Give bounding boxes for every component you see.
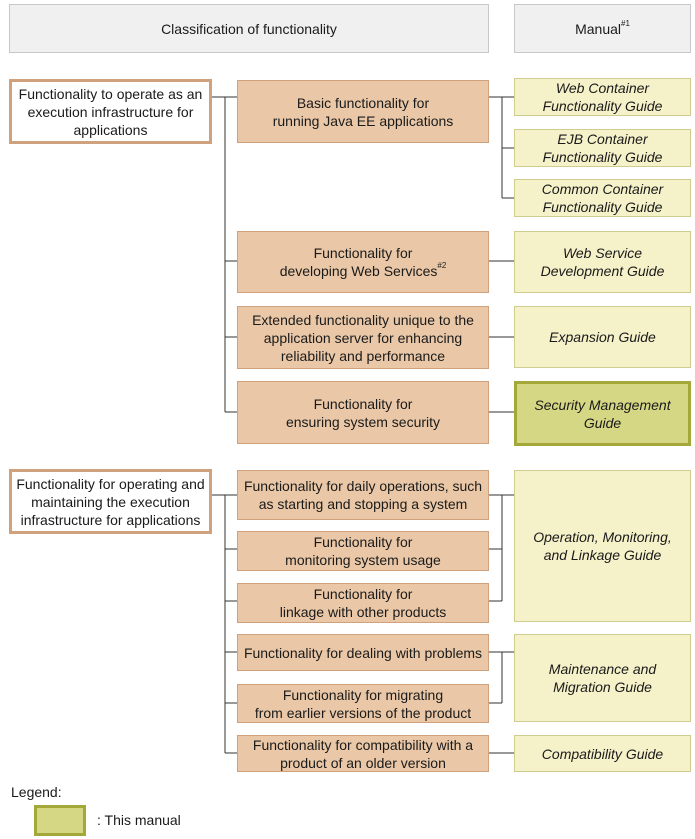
- manual-common-container: Common Container Functionality Guide: [514, 179, 691, 217]
- manual-compatibility: Compatibility Guide: [514, 735, 691, 772]
- manual-web-container: Web Container Functionality Guide: [514, 78, 691, 116]
- function-label: Functionality for compatibility with a p…: [252, 736, 474, 771]
- manual-header-text: Manual: [575, 20, 621, 37]
- manual-header: Manual#1: [514, 4, 691, 53]
- function-basic-java-ee: Basic functionality for running Java EE …: [237, 80, 489, 143]
- manual-ejb-container: EJB Container Functionality Guide: [514, 129, 691, 167]
- manual-security-management: Security Management Guide: [514, 381, 691, 446]
- function-web-services: Functionality for developing Web Service…: [237, 231, 489, 293]
- manual-label: Web Service Development Guide: [540, 245, 665, 279]
- function-daily-operations: Functionality for daily operations, such…: [237, 470, 489, 520]
- function-label: Extended functionality unique to the app…: [252, 311, 474, 364]
- classification-header-label: Classification of functionality: [161, 20, 337, 37]
- function-migrating: Functionality for migrating from earlier…: [237, 684, 489, 723]
- manual-web-service-development: Web Service Development Guide: [514, 231, 691, 293]
- function-system-security: Functionality for ensuring system securi…: [237, 381, 489, 444]
- function-linkage: Functionality for linkage with other pro…: [237, 583, 489, 623]
- manual-label: Compatibility Guide: [541, 745, 664, 762]
- manual-maintenance-migration: Maintenance and Migration Guide: [514, 634, 691, 722]
- function-compatibility: Functionality for compatibility with a p…: [237, 735, 489, 772]
- function-text: Functionality for developing Web Service…: [279, 245, 438, 279]
- function-footnote: #2: [437, 261, 447, 271]
- manual-label: Common Container Functionality Guide: [541, 181, 664, 215]
- manual-operation-monitoring-linkage: Operation, Monitoring, and Linkage Guide: [514, 470, 691, 622]
- category-label: Functionality for operating and maintain…: [16, 475, 205, 528]
- function-label: Functionality for developing Web Service…: [280, 244, 447, 280]
- legend-swatch: [34, 805, 86, 836]
- function-monitoring: Functionality for monitoring system usag…: [237, 531, 489, 571]
- function-label: Functionality for monitoring system usag…: [285, 534, 441, 568]
- function-problems: Functionality for dealing with problems: [237, 634, 489, 671]
- function-label: Functionality for dealing with problems: [243, 644, 483, 661]
- function-label: Functionality for ensuring system securi…: [285, 395, 441, 430]
- manual-expansion: Expansion Guide: [514, 306, 691, 368]
- function-label: Functionality for linkage with other pro…: [279, 586, 447, 620]
- manual-label: EJB Container Functionality Guide: [542, 131, 663, 165]
- function-label: Functionality for daily operations, such…: [243, 478, 483, 512]
- function-label: Functionality for migrating from earlier…: [254, 686, 472, 721]
- function-label: Basic functionality for running Java EE …: [272, 94, 454, 129]
- category-label: Functionality to operate as an execution…: [18, 85, 203, 138]
- legend-title: Legend:: [11, 784, 62, 800]
- manual-label: Web Container Functionality Guide: [542, 80, 663, 114]
- category-execution-infrastructure: Functionality to operate as an execution…: [9, 79, 212, 144]
- manual-header-label: Manual#1: [575, 18, 630, 38]
- legend-label: : This manual: [97, 812, 181, 828]
- manual-label: Maintenance and Migration Guide: [548, 661, 657, 695]
- category-operation-maintenance: Functionality for operating and maintain…: [9, 469, 212, 534]
- manual-label: Operation, Monitoring, and Linkage Guide: [533, 529, 672, 563]
- manual-label: Security Management Guide: [534, 396, 671, 431]
- classification-header: Classification of functionality: [9, 4, 489, 53]
- function-extended-reliability: Extended functionality unique to the app…: [237, 306, 489, 369]
- manual-label: Expansion Guide: [549, 329, 656, 345]
- manual-header-footnote: #1: [621, 18, 630, 28]
